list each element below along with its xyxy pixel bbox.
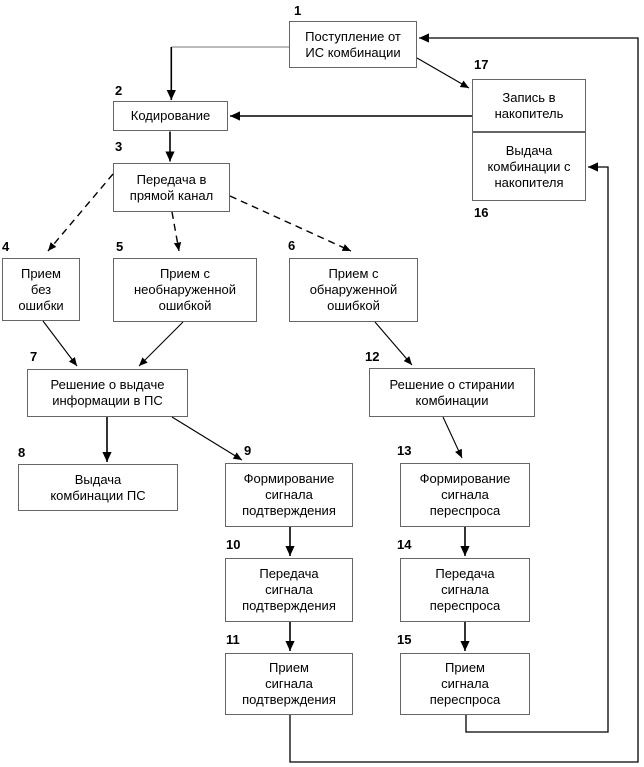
box-4-text-line: ошибки	[18, 297, 64, 313]
box-number-label-8: 8	[18, 445, 26, 460]
box-10-text-line: подтверждения	[242, 598, 336, 613]
box-7-text-line: информации в ПС	[52, 393, 163, 408]
box-3-text-line: Передача в	[136, 171, 207, 187]
box-number-label-11: 11	[226, 632, 240, 647]
box-6-text-line: обнаруженной	[309, 282, 398, 297]
dashed-3-to-4	[47, 173, 114, 252]
box-5-text-line: ошибкой	[158, 298, 212, 313]
box-3-text-line: прямой канал	[129, 187, 214, 203]
box-8-text-line: Выдача	[74, 471, 122, 487]
box-16-text-line: накопителя	[494, 174, 564, 190]
box-15-text-line: сигнала	[441, 676, 489, 691]
box-number-label-4: 4	[2, 239, 10, 254]
box-1-text-line: Поступление от	[305, 28, 401, 44]
box-14-text-line: переспроса	[429, 598, 501, 613]
box-12-text-line: комбинации	[415, 392, 489, 408]
box-6-text-line: Прием с	[328, 266, 379, 281]
box-17-text-line: Запись в	[502, 89, 556, 105]
box-4-text-line: Прием	[20, 265, 61, 281]
box-number-label-15: 15	[397, 632, 412, 647]
box-number-label-3: 3	[115, 139, 123, 154]
box-14-text-line: сигнала	[441, 582, 489, 597]
box-number-label-14: 14	[397, 537, 412, 552]
box-7-text-line: Решение о выдаче	[50, 377, 165, 392]
box-12-text-line: Решение о стирании	[389, 376, 515, 392]
box-16-text-line: Выдача	[505, 142, 553, 158]
box-11-text-line: подтверждения	[242, 692, 336, 707]
arrow-5-to-7	[138, 321, 184, 367]
box-5-text-line: необнаруженной	[133, 282, 236, 297]
box-8-text-line: комбинации ПС	[50, 487, 146, 503]
box-number-label-12: 12	[365, 349, 380, 364]
flow-box-2: Кодирование	[113, 101, 228, 131]
arrow-7-to-9-diagonal	[171, 416, 243, 461]
box-9-text-line: подтверждения	[242, 503, 336, 518]
box-number-label-17: 17	[474, 57, 489, 72]
box-13-text-line: Формирование	[419, 471, 511, 486]
box-9-text-line: сигнала	[265, 487, 313, 502]
box-4-text-line: без	[30, 281, 52, 297]
box-number-label-5: 5	[116, 239, 124, 254]
box-number-label-7: 7	[30, 349, 38, 364]
box-10-text-line: Передача	[259, 566, 319, 581]
box-number-label-16: 16	[474, 205, 489, 220]
box-14-text-line: Передача	[435, 566, 495, 581]
box-9-text-line: Формирование	[243, 471, 335, 486]
box-number-label-9: 9	[244, 443, 252, 458]
box-10-text-line: сигнала	[265, 582, 313, 597]
box-1-text-line: ИС комбинации	[305, 44, 401, 60]
arrow-12-to-13-diagonal	[442, 416, 463, 459]
arrow-6-to-12	[374, 321, 413, 366]
box-15-text-line: переспроса	[429, 692, 501, 707]
box-15-text-line: Прием	[444, 660, 485, 675]
box-number-label-2: 2	[115, 83, 123, 98]
arrow-4-to-7	[42, 320, 78, 367]
box-5-text-line: Прием с	[159, 266, 211, 281]
box-16-text-line: комбинации с	[487, 158, 571, 174]
box-6-text-line: ошибкой	[327, 298, 380, 313]
box-number-label-10: 10	[226, 537, 241, 552]
feedback-15-to-16	[465, 162, 609, 733]
box-number-label-6: 6	[288, 238, 296, 253]
box-13-text-line: переспроса	[429, 503, 501, 518]
box-2-text-line: Кодирование	[130, 108, 211, 123]
box-13-text-line: сигнала	[441, 487, 489, 502]
box-number-label-1: 1	[294, 3, 302, 18]
dashed-3-to-5	[171, 211, 182, 252]
box-number-label-13: 13	[397, 443, 412, 458]
box-11-text-line: Прием	[268, 660, 309, 675]
arrow-1-to-17-diagonal	[416, 57, 470, 89]
box-11-text-line: сигнала	[265, 676, 313, 691]
box-17-text-line: накопитель	[494, 105, 564, 121]
